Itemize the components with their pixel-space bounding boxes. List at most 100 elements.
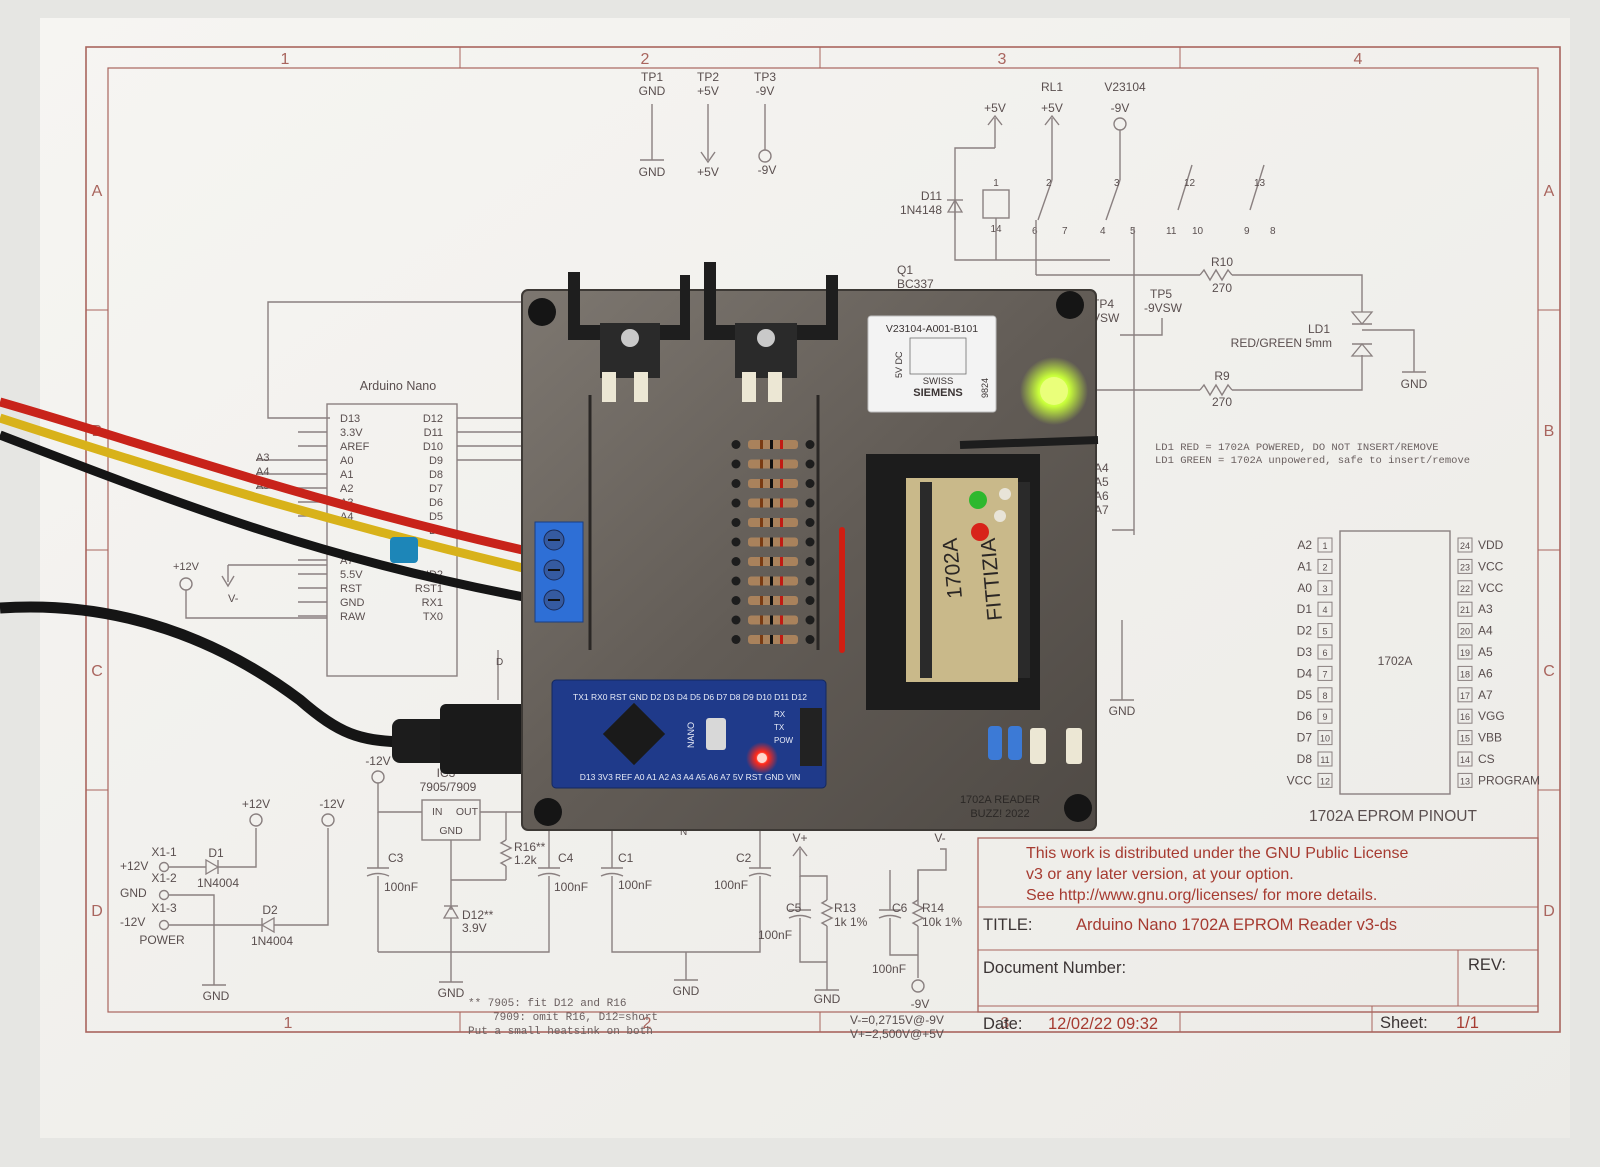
col-top-3: 3 (998, 51, 1007, 68)
div-gnd: GND (814, 992, 841, 1006)
usb-boot (392, 719, 452, 763)
resistor-band (770, 557, 773, 566)
license-line-2: v3 or any later version, at your option. (1026, 866, 1294, 883)
board-pad (805, 498, 815, 508)
resistor-band (760, 537, 763, 547)
resistor-band (780, 557, 783, 566)
relay-pin-7: 7 (1062, 226, 1068, 237)
tp2-ref: TP2 (697, 70, 719, 84)
row-right-d: D (1543, 903, 1555, 920)
c2-ref: C2 (736, 851, 752, 865)
col-bottom-3: 3 (1001, 1015, 1010, 1032)
relay-pin-1: 1 (993, 178, 999, 189)
heatsinks (568, 262, 838, 402)
resistor-band (760, 576, 763, 586)
gnd-power: GND (203, 989, 230, 1003)
relay-pin-13: 13 (1254, 178, 1266, 189)
plus12-label: +12V (242, 797, 270, 811)
resistor-band (780, 615, 783, 625)
reg-note-1: ** 7905: fit D12 and R16 (468, 998, 626, 1010)
c4-ref: C4 (558, 851, 574, 865)
d12-val: 3.9V (462, 921, 487, 935)
reg-note-2: 7909: omit R16, D12=short (493, 1012, 658, 1024)
ld1-ref: LD1 (1308, 322, 1330, 336)
x1-net-12v: +12V (120, 859, 148, 873)
board-pad (731, 615, 741, 625)
row-right-a: A (1544, 183, 1555, 200)
pinout-right-num: 21 (1460, 605, 1470, 615)
pinout-right-num: 14 (1460, 755, 1470, 765)
pinout-left-box (1317, 537, 1333, 553)
ard-right-6: D6 (429, 497, 443, 509)
docnum-label: Document Number: (983, 959, 1126, 977)
cables (0, 397, 561, 774)
ard-left-1: 3.3V (340, 427, 363, 439)
resistor-band (760, 498, 763, 508)
relay-pin-5: 5 (1130, 226, 1136, 237)
d2-ref: D2 (262, 903, 278, 917)
relay-pin-4: 4 (1100, 226, 1106, 237)
gnd-caps: GND (673, 984, 700, 998)
socket-led-red (971, 523, 989, 541)
pinout-left-num: 11 (1320, 755, 1329, 765)
resistor-band (770, 440, 773, 449)
ard-right-4: D8 (429, 469, 443, 481)
gnd-reg: GND (438, 986, 465, 1000)
ard-right-13: TX0 (423, 611, 443, 623)
r16-ref: R16** (514, 840, 546, 854)
status-led-core (1040, 377, 1068, 405)
pinout-left-box (1317, 623, 1333, 639)
pinout-left-box (1317, 558, 1333, 574)
pinout-left-name: D6 (1297, 709, 1313, 723)
ic3-out: OUT (456, 806, 479, 818)
c2-val: 100nF (714, 878, 748, 892)
pinout-right-name: A5 (1478, 645, 1493, 659)
pinout-left-num: 5 (1322, 627, 1327, 637)
minus12-label: -12V (319, 797, 344, 811)
x1-2: X1-2 (151, 871, 177, 885)
r10-val: 270 (1212, 281, 1232, 295)
relay-part-label: V23104-A001-B101 (886, 323, 978, 335)
col-top-1: 1 (281, 51, 290, 68)
pinout-right-num: 24 (1460, 541, 1470, 551)
board-pad (805, 615, 815, 625)
ard-d-stub: D (496, 657, 503, 668)
pinout-right-name: VBB (1478, 731, 1502, 745)
pinout-right-num: 13 (1460, 776, 1470, 786)
relay-part: V23104 (1104, 80, 1146, 94)
ard-supply-12v: +12V (173, 561, 200, 573)
test-points: TP1 GND GND TP2 +5V +5V TP3 -9V -9V (639, 70, 777, 179)
ard-right-0: D12 (423, 413, 443, 425)
tp1-net: GND (639, 84, 666, 98)
tp4-ref: TP4 (1092, 297, 1114, 311)
addr-a5: A5 (1094, 475, 1109, 489)
pinout-left-num: 9 (1322, 712, 1327, 722)
ard-right-2: D10 (423, 441, 443, 453)
pinout-right-box (1457, 687, 1473, 703)
pinout-right-name: CS (1478, 752, 1495, 766)
d1-part: 1N4004 (197, 876, 239, 890)
ard-left-4: A1 (340, 469, 353, 481)
relay-brand-2: SIEMENS (913, 387, 963, 399)
row-left-c: C (91, 663, 103, 680)
ard-left-3: A0 (340, 455, 353, 467)
pinout-right-name: VCC (1478, 559, 1504, 573)
d1-ref: D1 (208, 846, 224, 860)
board-pad (805, 557, 815, 566)
row-left-a: A (92, 183, 103, 200)
pinout-right-box (1457, 601, 1473, 617)
ard-right-5: D7 (429, 483, 443, 495)
pinout-right-box (1457, 665, 1473, 681)
socket-led-green (969, 491, 987, 509)
d2-part: 1N4004 (251, 934, 293, 948)
div-vminus: V- (934, 831, 945, 845)
pinout-right-box (1457, 708, 1473, 724)
terminal-block (534, 521, 584, 623)
resistor-band (770, 459, 773, 469)
tp2-net: +5V (697, 84, 719, 98)
r10-ref: R10 (1211, 255, 1233, 269)
rev-label: REV: (1468, 956, 1506, 974)
r13-val: 1k 1% (834, 915, 868, 929)
